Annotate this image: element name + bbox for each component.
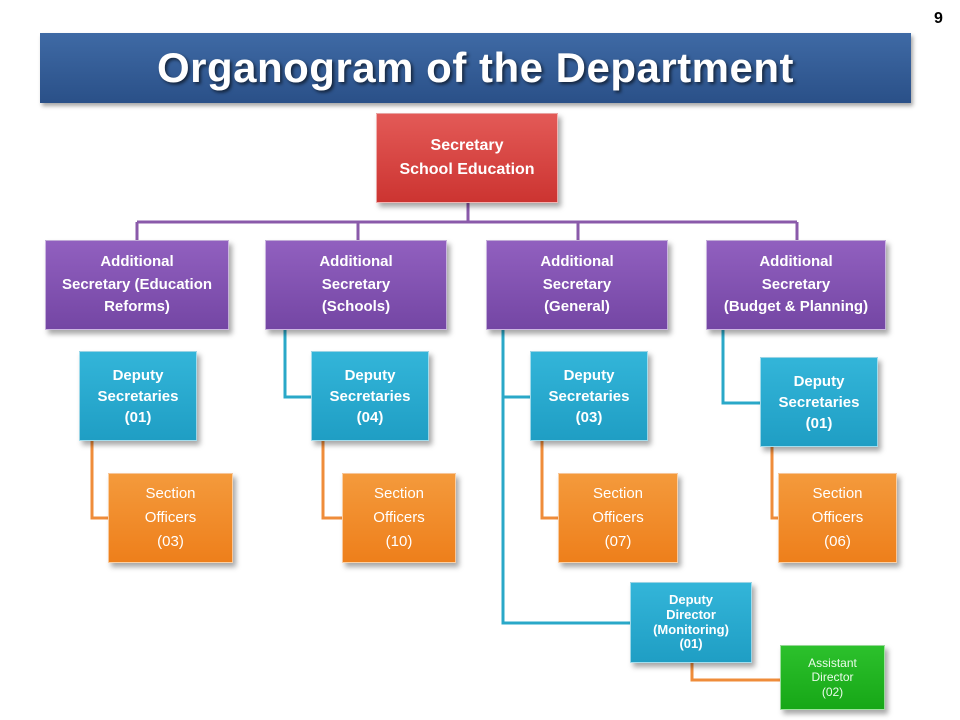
section-officers-schools: Section Officers (10) [342, 473, 456, 563]
additional-secretary-education-reforms: Additional Secretary (Education Reforms) [45, 240, 229, 330]
connector-reforms-section [90, 441, 108, 520]
connector-general-deputy [501, 330, 530, 399]
page-title: Organogram of the Department [156, 44, 795, 91]
connector-general-section [540, 441, 558, 520]
connector-budget-section [770, 447, 778, 520]
assistant-director: Assistant Director (02) [780, 645, 885, 710]
secretary-box: Secretary School Education [376, 113, 558, 203]
section-officers-budget: Section Officers (06) [778, 473, 897, 563]
section-officers-reforms: Section Officers (03) [108, 473, 233, 563]
additional-secretary-budget-planning: Additional Secretary (Budget & Planning) [706, 240, 886, 330]
connector-general-deputy-director [501, 397, 630, 625]
connector-schools-deputy [283, 330, 311, 399]
additional-secretary-general: Additional Secretary (General) [486, 240, 668, 330]
connector-assistant-director [690, 663, 780, 682]
deputy-secretaries-general: Deputy Secretaries (03) [530, 351, 648, 441]
deputy-secretaries-schools: Deputy Secretaries (04) [311, 351, 429, 441]
section-officers-general: Section Officers (07) [558, 473, 678, 563]
connector-schools-section [321, 441, 342, 520]
additional-secretary-schools: Additional Secretary (Schools) [265, 240, 447, 330]
deputy-secretaries-budget: Deputy Secretaries (01) [760, 357, 878, 447]
title-banner: Organogram of the Department [40, 33, 911, 103]
slide-number: 9 [934, 10, 943, 27]
connector-budget-deputy [721, 330, 760, 405]
deputy-director-monitoring: Deputy Director (Monitoring) (01) [630, 582, 752, 663]
deputy-secretaries-reforms: Deputy Secretaries (01) [79, 351, 197, 441]
